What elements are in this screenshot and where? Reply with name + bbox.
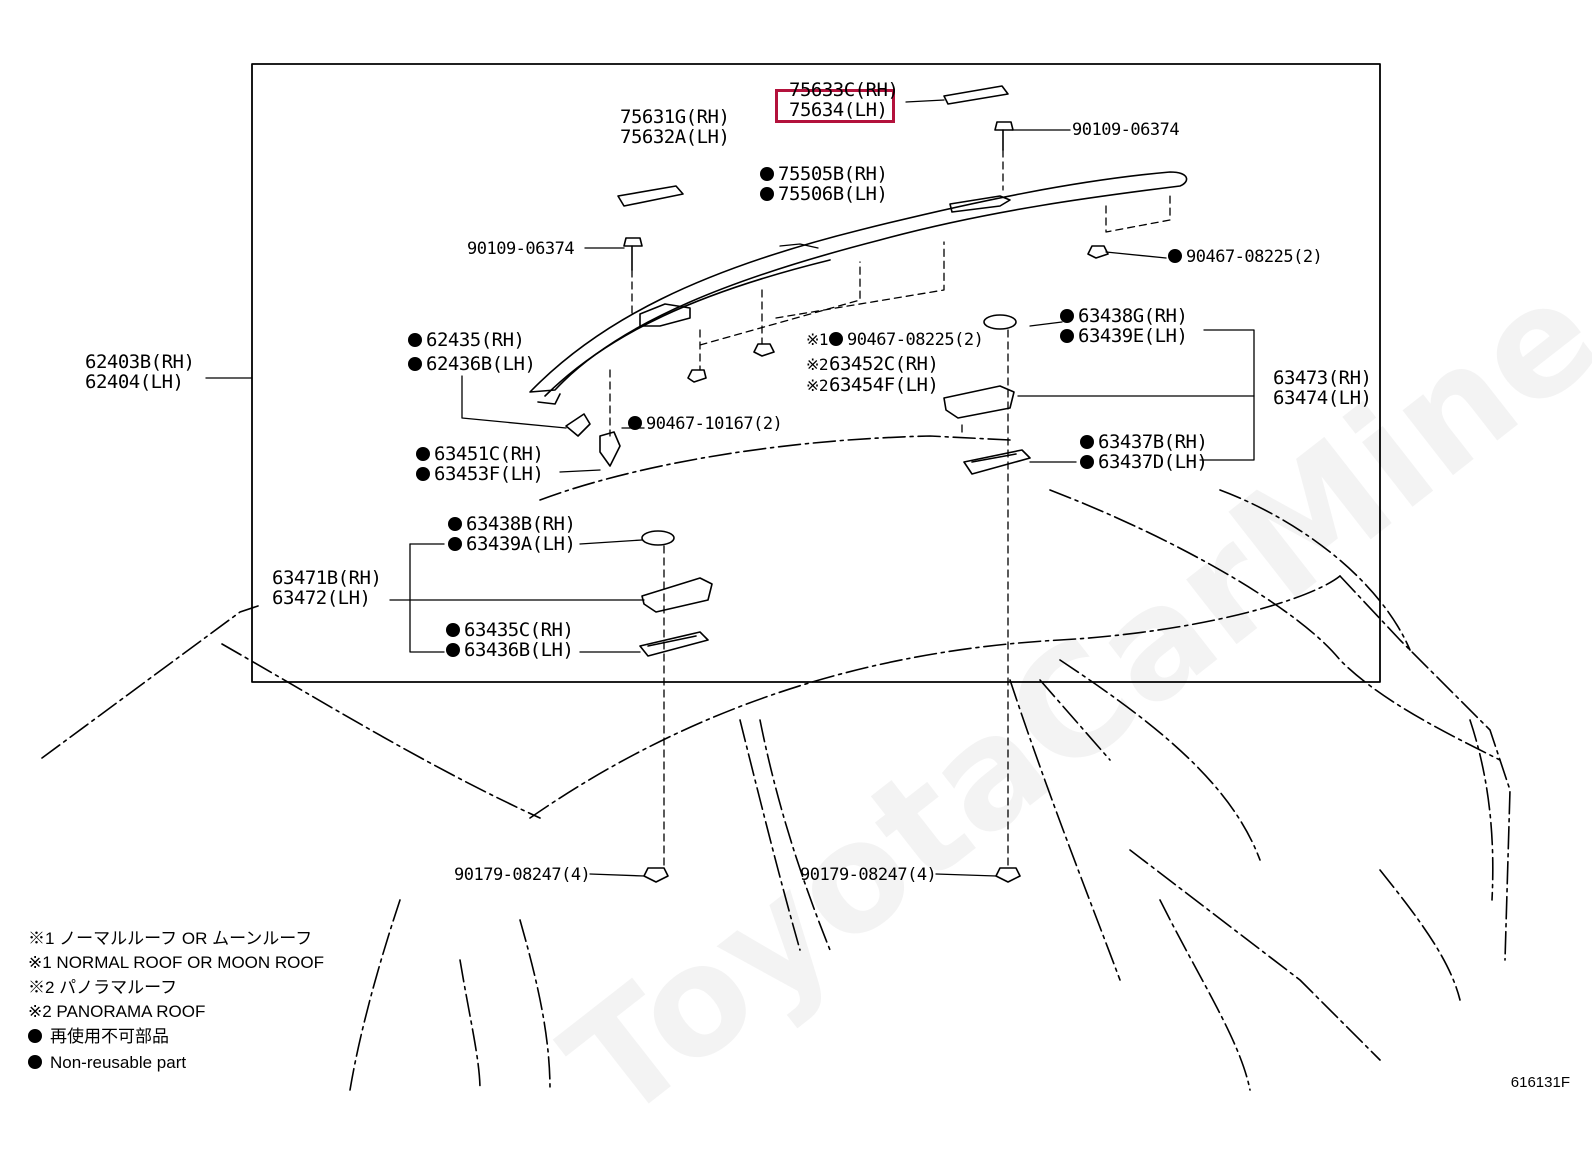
legend-line-3: ※2 パノラマルーフ [28,978,178,997]
label-63454f[interactable]: ※263454F(LH) [806,374,939,396]
label-63439a[interactable]: 63439A(LH) [448,534,576,554]
non-reusable-dot-icon [1168,249,1182,263]
diagram-code: 616131F [1510,1074,1570,1091]
label-90467-08225-right[interactable]: 90467-08225(2) [1168,248,1323,266]
legend-line-1: ※1 ノーマルルーフ OR ムーンルーフ [28,929,313,948]
non-reusable-dot-icon [829,332,844,346]
label-63472[interactable]: 63472(LH) [272,587,371,609]
pad-63435c [639,631,709,657]
frame-box [251,63,1381,683]
bolt-90109-left [623,237,643,271]
non-reusable-dot-icon [408,333,422,347]
cap-63438g [983,314,1017,330]
label-63471b[interactable]: 63471B(RH) [272,567,382,589]
bracket-63471b [641,577,713,613]
nut-90179-right [995,867,1021,883]
non-reusable-dot-icon [28,1055,42,1069]
leader-lines [205,99,1255,877]
label-90109-left[interactable]: 90109-06374 [467,239,575,259]
label-63474[interactable]: 63474(LH) [1273,387,1372,409]
non-reusable-dot-icon [1060,309,1074,323]
legend-line-5: 再使用不可部品 [28,1027,169,1047]
non-reusable-dot-icon [446,623,460,637]
label-62435[interactable]: 62435(RH) [408,330,525,350]
cover-75633c [943,85,1009,105]
non-reusable-dot-icon [760,167,774,181]
bolt-90109-right [994,121,1014,151]
assembly-lines [609,149,1171,871]
label-63437b[interactable]: 63437B(RH) [1080,432,1208,452]
label-75505b[interactable]: 75505B(RH) [760,164,888,184]
non-reusable-dot-icon [448,537,462,551]
label-90179-left[interactable]: 90179-08247(4) [454,865,591,885]
non-reusable-dot-icon [1080,435,1094,449]
non-reusable-dot-icon [1060,329,1074,343]
label-75506b[interactable]: 75506B(LH) [760,184,888,204]
roof-rail [529,171,1188,405]
cap-63438b [641,530,675,546]
car-outline [41,435,1511,1091]
legend-line-4: ※2 PANORAMA ROOF [28,1002,206,1021]
label-90467-10167[interactable]: 90467-10167(2) [628,415,783,433]
label-63451c[interactable]: 63451C(RH) [416,444,544,464]
label-90179-right[interactable]: 90179-08247(4) [800,865,937,885]
label-63438g[interactable]: 63438G(RH) [1060,306,1188,326]
non-reusable-dot-icon [28,1029,42,1043]
nut-90179-left [643,867,669,883]
legend-line-6: Non-reusable part [28,1053,186,1073]
label-62436b[interactable]: 62436B(LH) [408,354,536,374]
non-reusable-dot-icon [416,467,430,481]
non-reusable-dot-icon [416,447,430,461]
label-62404[interactable]: 62404(LH) [85,371,184,393]
label-63435c[interactable]: 63435C(RH) [446,620,574,640]
label-75633c[interactable]: 75633C(RH) [789,79,899,101]
label-90109-right[interactable]: 90109-06374 [1072,120,1180,140]
highlight-box-75634 [775,89,895,123]
bracket-63473 [943,385,1015,419]
non-reusable-dot-icon [760,187,774,201]
label-63438b[interactable]: 63438B(RH) [448,514,576,534]
end-cap-62435 [565,413,591,437]
non-reusable-dot-icon [1080,455,1094,469]
nut-90467-right [1087,245,1109,259]
label-63473[interactable]: 63473(RH) [1273,367,1372,389]
label-63439e[interactable]: 63439E(LH) [1060,326,1188,346]
nut-90467-10167 [687,369,707,383]
clip-63451c [599,431,621,467]
non-reusable-dot-icon [448,517,462,531]
cover-75631g [617,185,684,207]
label-63452c[interactable]: ※263452C(RH) [806,353,939,375]
label-62403b[interactable]: 62403B(RH) [85,351,195,373]
parts-diagram: ToyotaCarMine.ru [28,63,1592,1155]
non-reusable-dot-icon [446,643,460,657]
diagram-drawing [41,63,1511,1091]
label-75631g[interactable]: 75631G(RH) [620,106,730,128]
label-75634[interactable]: 75634(LH) [789,99,888,121]
label-63437d[interactable]: 63437D(LH) [1080,452,1208,472]
label-75632a[interactable]: 75632A(LH) [620,126,730,148]
non-reusable-dot-icon [628,416,642,430]
label-63436b[interactable]: 63436B(LH) [446,640,574,660]
non-reusable-dot-icon [408,357,422,371]
label-63453f[interactable]: 63453F(LH) [416,464,544,484]
pad-63437b [963,449,1031,475]
nut-90467-mid [753,343,775,357]
legend-line-2: ※1 NORMAL ROOF OR MOON ROOF [28,953,325,972]
